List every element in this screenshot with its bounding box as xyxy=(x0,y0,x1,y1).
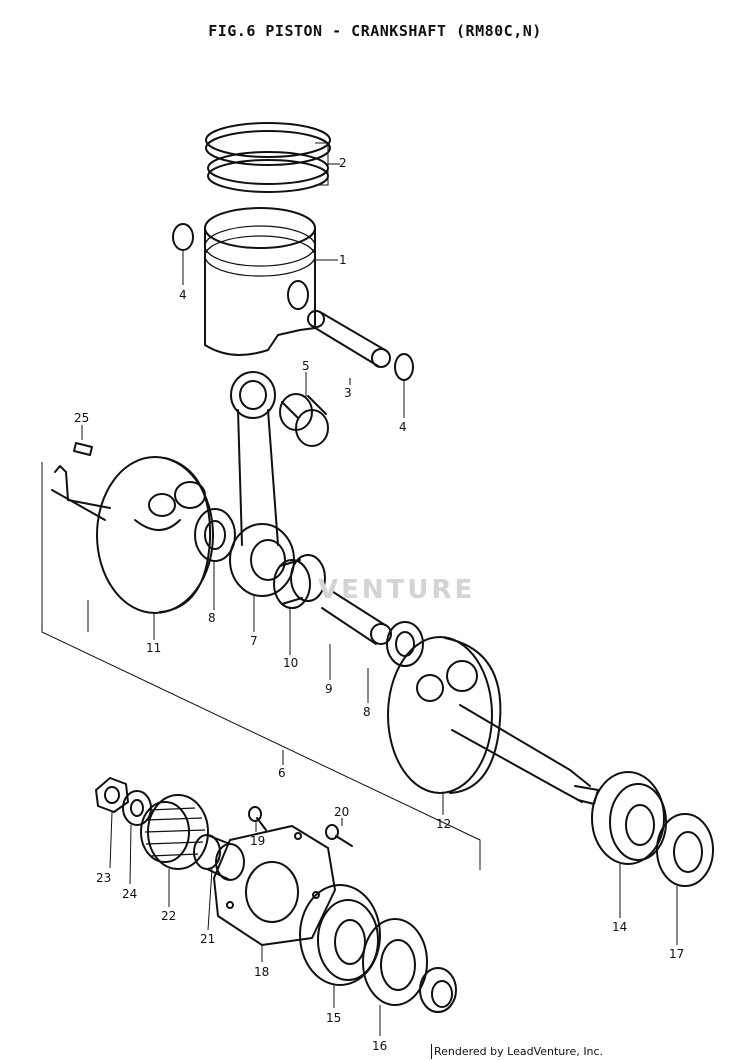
figure-title: FIG.6 PISTON - CRANKSHAFT (RM80C,N) xyxy=(208,22,542,40)
crankshaft-assembly-bracket xyxy=(41,462,481,870)
part-piston-rings[interactable] xyxy=(205,122,331,193)
part-thrust-washer-left[interactable] xyxy=(194,508,236,562)
callout-8-right[interactable]: 8 xyxy=(363,705,371,719)
callout-9[interactable]: 9 xyxy=(325,682,333,696)
callout-11[interactable]: 11 xyxy=(146,641,161,655)
watermark-text: VENTURE xyxy=(318,575,476,605)
callout-20[interactable]: 20 xyxy=(334,805,349,819)
part-crank-bearing-right[interactable] xyxy=(591,771,667,865)
render-credit: Rendered by LeadVenture, Inc. xyxy=(431,1044,603,1059)
callout-24[interactable]: 24 xyxy=(122,887,137,901)
callout-15[interactable]: 15 xyxy=(326,1011,341,1025)
callout-14[interactable]: 14 xyxy=(612,920,627,934)
callout-4-right[interactable]: 4 xyxy=(399,420,407,434)
callout-18[interactable]: 18 xyxy=(254,965,269,979)
callout-22[interactable]: 22 xyxy=(161,909,176,923)
callout-1[interactable]: 1 xyxy=(339,253,347,267)
callout-3[interactable]: 3 xyxy=(344,386,352,400)
callout-16[interactable]: 16 xyxy=(372,1039,387,1053)
callout-7[interactable]: 7 xyxy=(250,634,258,648)
callout-25[interactable]: 25 xyxy=(74,411,89,425)
part-circlip-left[interactable] xyxy=(172,223,194,251)
part-crank-pin[interactable] xyxy=(321,589,392,645)
part-spacer[interactable] xyxy=(193,834,245,881)
part-small-screw[interactable] xyxy=(325,824,353,847)
leader-lines xyxy=(81,142,678,1036)
callout-10[interactable]: 10 xyxy=(283,656,298,670)
part-primary-gear[interactable] xyxy=(140,794,209,870)
part-retainer-screw[interactable] xyxy=(248,806,267,831)
callout-12[interactable]: 12 xyxy=(436,817,451,831)
part-nut[interactable] xyxy=(95,777,129,813)
part-woodruff-key[interactable] xyxy=(73,442,93,456)
callout-19[interactable]: 19 xyxy=(250,834,265,848)
part-piston-pin[interactable] xyxy=(307,310,391,368)
part-big-end-bearing[interactable] xyxy=(273,554,326,609)
part-small-end-bearing[interactable] xyxy=(279,393,329,447)
part-piston[interactable] xyxy=(204,207,316,356)
callout-5[interactable]: 5 xyxy=(302,359,310,373)
part-crank-wheel-right[interactable] xyxy=(387,636,599,805)
callout-21[interactable]: 21 xyxy=(200,932,215,946)
part-crank-bearing-left[interactable] xyxy=(299,884,381,986)
part-circlip-right[interactable] xyxy=(394,353,414,381)
callout-23[interactable]: 23 xyxy=(96,871,111,885)
part-bearing-retainer[interactable] xyxy=(213,825,336,946)
part-crank-wheel-left[interactable] xyxy=(51,456,214,614)
callout-17[interactable]: 17 xyxy=(669,947,684,961)
callout-6[interactable]: 6 xyxy=(278,766,286,780)
callout-8-left[interactable]: 8 xyxy=(208,611,216,625)
callout-2[interactable]: 2 xyxy=(339,156,347,170)
part-oil-seal-left[interactable] xyxy=(362,918,428,1006)
callout-4-left[interactable]: 4 xyxy=(179,288,187,302)
part-oil-seal-right[interactable] xyxy=(656,813,714,887)
part-collar[interactable] xyxy=(419,967,457,1013)
